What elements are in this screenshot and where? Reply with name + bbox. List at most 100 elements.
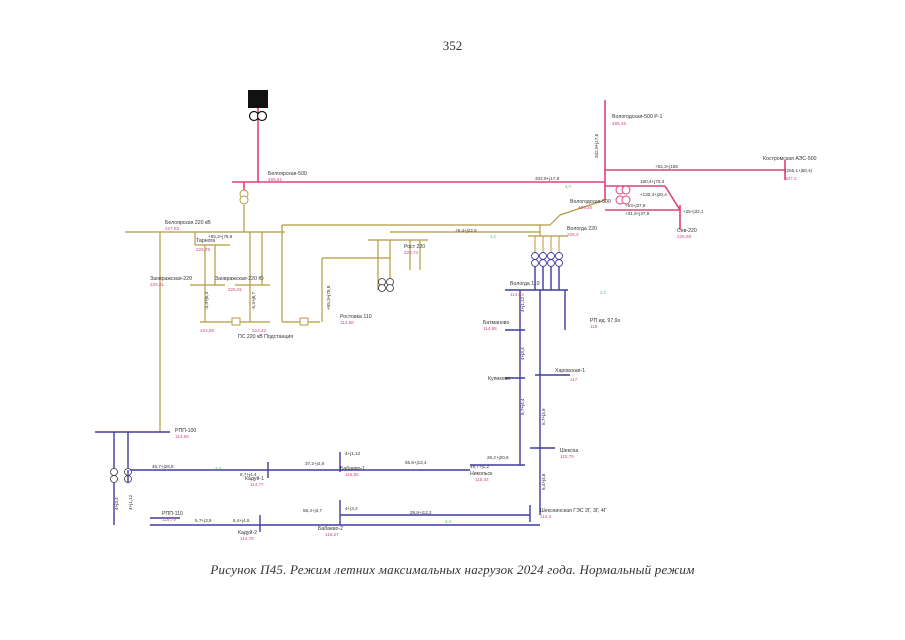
label-sev220: Сев-220	[677, 228, 697, 234]
flow-110-vert-e: 6,4+j4,6	[541, 473, 546, 490]
flow-220-vert-c: +55,3+j78,8	[326, 285, 331, 310]
transformer-icon	[110, 475, 118, 483]
transformer-icon	[539, 259, 547, 267]
label-nikolsk: Никольск	[470, 471, 493, 477]
label-rostovka: Ростовка 110	[340, 314, 372, 320]
label-zaovrazh2: Заовражская-220 Ю	[215, 276, 264, 282]
trans-feeds	[534, 236, 560, 252]
volt-tarnogsk: 226,76	[196, 247, 210, 252]
load-c: 3,4	[215, 466, 221, 472]
flow-220-vert-a: -3,4+j5,4	[204, 292, 209, 310]
load-labels: 2,5 1,2 3,4 4,4 2,5	[215, 184, 606, 525]
volt-rpp-rd: 115	[590, 324, 598, 329]
volt-sev220: 225,69	[677, 234, 691, 239]
transformer-icon	[378, 284, 386, 292]
label-beloyarskaya500: Белоярская-500	[268, 171, 307, 177]
transformer-rost	[378, 278, 394, 292]
label-rpp110: РПП-110	[162, 511, 183, 517]
label-kostromskaya: Костромская АЭС-500	[763, 156, 817, 162]
transformer-icon	[555, 252, 563, 260]
volt-beloyarskaya500: 495,61	[268, 177, 282, 182]
line-220-vol-b	[559, 199, 606, 216]
flow-220-vert-b: -5,3+j6,7	[251, 292, 256, 310]
flow-500-vert: 332,9+j17,6	[594, 133, 599, 158]
transformer-icon	[547, 259, 555, 267]
label-rpp100: РПП-100	[175, 428, 196, 434]
label-kharovsk: Харовская-1	[555, 368, 585, 374]
flow-110-vert-f: 4+j3,4	[114, 497, 119, 510]
label-kadui: Кадуй-1	[245, 475, 264, 482]
transformer-icon	[539, 252, 547, 260]
label-batmanovo: Батманово	[483, 320, 509, 326]
label-kadui2: Кадуй-2	[238, 529, 257, 536]
label-sheksna: Шексна	[560, 448, 578, 454]
volt-kadui2: 114,79	[240, 536, 254, 541]
transformer-vologda-500	[615, 185, 631, 205]
kv500-network	[232, 100, 786, 230]
page-number: 352	[442, 38, 463, 53]
label-tarnogsk: Тарнога	[196, 238, 215, 244]
flow-110-g: 5,7+j3,9	[195, 518, 212, 523]
flow-110-vert-b: 4+j3,4	[520, 347, 525, 360]
switch-box	[299, 317, 309, 326]
flow-110-vert-g: 4+j1,12	[128, 494, 133, 510]
transformer-icon	[386, 284, 394, 292]
label-babaevo2: Бабаево-2	[318, 526, 343, 532]
flow-220-main: +9,4+j22,6	[455, 228, 477, 233]
flow-110-i: 4+j1,12	[345, 451, 361, 456]
transformer-icon	[531, 252, 539, 260]
volt-kostromskaya: 507,2	[785, 176, 797, 181]
flow-500-kost: (255,1+j50,4)	[785, 168, 813, 173]
volt-kharovsk: 117	[570, 377, 578, 382]
vertical-flow-labels: 332,9+j17,6 -3,4+j5,4 -5,3+j6,7 +55,3+j7…	[114, 133, 599, 510]
label-ps220: ПС 220 кВ Подстанция	[238, 334, 293, 340]
kv110-network	[95, 267, 570, 532]
label-kupikovo: Купиково	[488, 376, 510, 382]
flow-500-e: +25+j33,1	[683, 209, 704, 214]
flow-110-f: 56,4+j3,7	[303, 508, 322, 513]
volt-voloda500b: 499,26	[578, 205, 592, 210]
volt-ps220b: 224,42	[252, 328, 266, 333]
volt-rostovka: 114,58	[340, 320, 354, 325]
label-rpp-rd: РП ид. 97,9з	[590, 318, 621, 324]
label-babaevo1: Бабаево-1	[340, 466, 365, 472]
figure-caption: Рисунок П45. Режим летних максимальных н…	[210, 562, 695, 577]
switch-box	[231, 317, 241, 326]
volt-rost220: 226,74	[404, 250, 418, 255]
flow-110-k: 6,4+j4,6	[233, 518, 250, 523]
flow-110-a: 8,7+j4,4	[240, 472, 257, 477]
label-rost220: Рост 220	[404, 244, 425, 250]
node-labels: Белоярская-500 495,61 Вологодская-500 Р-…	[150, 114, 817, 541]
volt-batmanovo: 114,68	[483, 326, 497, 331]
volt-babaevo1: 115,92	[345, 472, 359, 477]
line-220-vol-a	[549, 214, 561, 226]
flow-110-j: 4+j3,4	[345, 506, 358, 511]
flow-500-b: +130,4+j20,4	[640, 192, 667, 197]
flow-110-c: 55,8+j12,4	[405, 460, 427, 465]
transformer-icon	[239, 195, 249, 205]
kv220-network	[125, 199, 606, 432]
volt-vologda220: 226,3	[567, 232, 579, 237]
transformer-icon	[110, 468, 118, 476]
volt-rpp100: 114,69	[175, 434, 189, 439]
flow-500-east: +52,3+j165	[655, 164, 678, 169]
transformer-beloyarskaya	[239, 189, 249, 205]
volt-zaovrazh2: 226,01	[228, 287, 242, 292]
transformer-icon	[547, 252, 555, 260]
flow-500-a: 180,4+j70,3	[640, 179, 665, 184]
flow-110-l: 46,7+j28,8	[152, 464, 174, 469]
transformer-vologda-220	[531, 252, 563, 267]
volt-babaevo2: 116,27	[325, 532, 339, 537]
label-vologda110: Вологда 110	[510, 281, 540, 287]
volt-vologda110: 114,63	[510, 292, 524, 297]
load-e: 2,5	[600, 290, 606, 296]
load-d: 4,4	[445, 519, 451, 525]
label-sheksna2: Шекснинская ГЭС 2Г, 3Г, 4Г	[540, 508, 607, 514]
volt-rpp220a: 226,61	[150, 282, 164, 287]
flow-labels: 332,9+j17,6 +52,3+j165 (255,1+j50,4) 180…	[152, 164, 813, 523]
volt-kadui: 114,77	[250, 482, 264, 487]
volt-ps220: 224,85	[200, 328, 214, 333]
transformer-rpp	[110, 468, 132, 483]
label-beloyarskaya220: Белоярская 220 кВ	[165, 220, 211, 226]
